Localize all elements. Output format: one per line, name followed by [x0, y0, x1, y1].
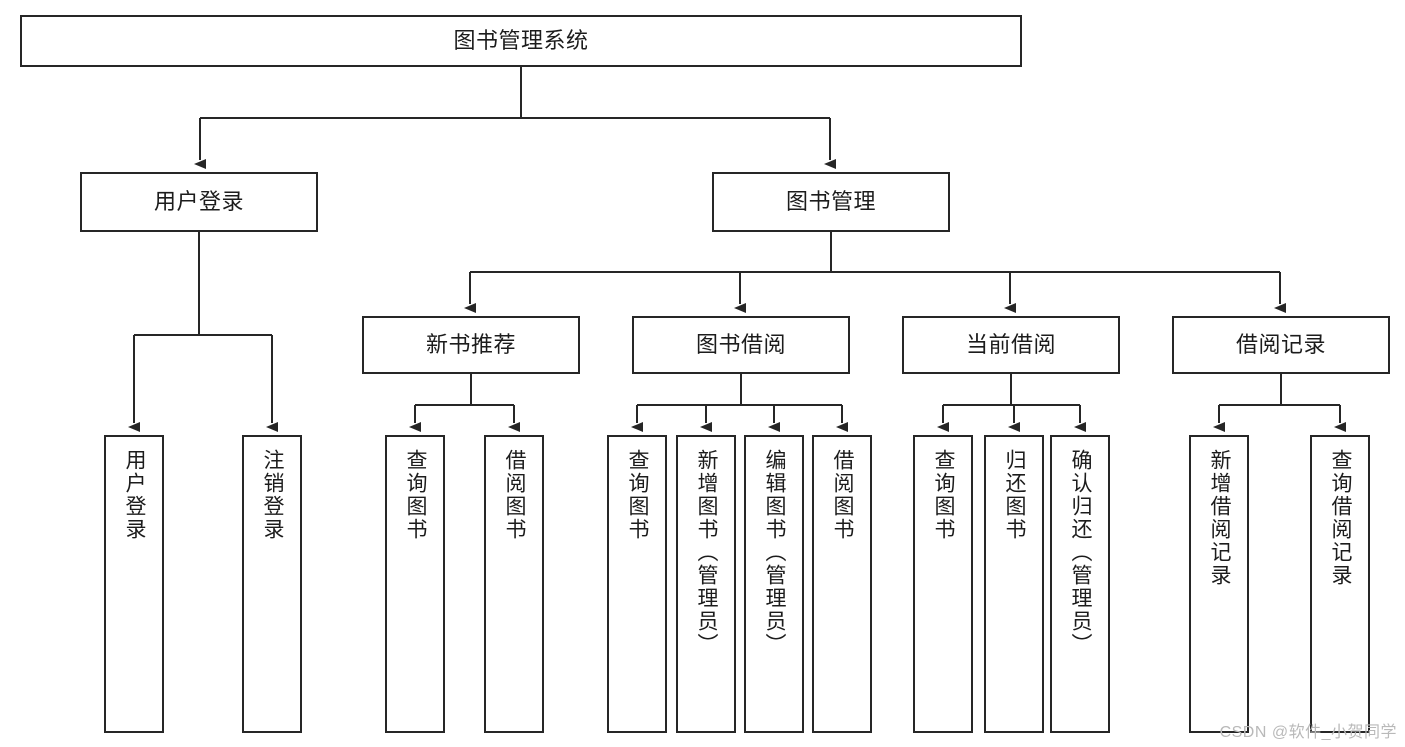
- node-leaf-user-login-label: 用户登录: [123, 449, 147, 541]
- node-leaf-rec-borrow-book-label: 借阅图书: [503, 449, 527, 541]
- node-leaf-br-add-record-label: 新增借阅记录: [1208, 449, 1232, 587]
- node-leaf-br-query-record-label: 查询借阅记录: [1329, 449, 1353, 587]
- node-leaf-cb-confirm-return-label: 确认归还（管理员）: [1069, 449, 1093, 656]
- node-new-book-rec-label: 新书推荐: [425, 331, 516, 357]
- node-book-manage-label: 图书管理: [785, 188, 876, 214]
- node-user-login[interactable]: 用户登录: [80, 172, 318, 232]
- node-leaf-cb-return-book-label: 归还图书: [1003, 449, 1027, 541]
- node-new-book-rec[interactable]: 新书推荐: [362, 316, 580, 374]
- node-root[interactable]: 图书管理系统: [20, 15, 1022, 67]
- node-leaf-bw-query-book-label: 查询图书: [626, 449, 650, 541]
- csdn-watermark: CSDN @软件_小贺同学: [1219, 724, 1397, 741]
- node-current-borrow-label: 当前借阅: [965, 331, 1056, 357]
- node-root-label: 图书管理系统: [453, 27, 589, 53]
- node-book-manage[interactable]: 图书管理: [712, 172, 950, 232]
- node-leaf-bw-edit-book[interactable]: 编辑图书（管理员）: [744, 435, 804, 733]
- node-leaf-user-logout[interactable]: 注销登录: [242, 435, 302, 733]
- node-borrow-record[interactable]: 借阅记录: [1172, 316, 1390, 374]
- node-leaf-bw-query-book[interactable]: 查询图书: [607, 435, 667, 733]
- node-leaf-bw-borrow-book[interactable]: 借阅图书: [812, 435, 872, 733]
- node-user-login-label: 用户登录: [153, 188, 244, 214]
- node-leaf-bw-edit-book-label: 编辑图书（管理员）: [763, 449, 787, 656]
- node-leaf-bw-add-book[interactable]: 新增图书（管理员）: [676, 435, 736, 733]
- node-leaf-user-logout-label: 注销登录: [261, 449, 285, 541]
- node-leaf-cb-confirm-return[interactable]: 确认归还（管理员）: [1050, 435, 1110, 733]
- node-leaf-user-login[interactable]: 用户登录: [104, 435, 164, 733]
- node-leaf-br-query-record[interactable]: 查询借阅记录: [1310, 435, 1370, 733]
- node-book-borrow-label: 图书借阅: [695, 331, 786, 357]
- node-leaf-cb-return-book[interactable]: 归还图书: [984, 435, 1044, 733]
- node-leaf-br-add-record[interactable]: 新增借阅记录: [1189, 435, 1249, 733]
- node-leaf-rec-query-book[interactable]: 查询图书: [385, 435, 445, 733]
- node-leaf-rec-borrow-book[interactable]: 借阅图书: [484, 435, 544, 733]
- node-current-borrow[interactable]: 当前借阅: [902, 316, 1120, 374]
- node-borrow-record-label: 借阅记录: [1235, 331, 1326, 357]
- node-leaf-bw-borrow-book-label: 借阅图书: [831, 449, 855, 541]
- node-leaf-rec-query-book-label: 查询图书: [404, 449, 428, 541]
- node-leaf-cb-query-book-label: 查询图书: [932, 449, 956, 541]
- node-leaf-cb-query-book[interactable]: 查询图书: [913, 435, 973, 733]
- node-book-borrow[interactable]: 图书借阅: [632, 316, 850, 374]
- node-leaf-bw-add-book-label: 新增图书（管理员）: [695, 449, 719, 656]
